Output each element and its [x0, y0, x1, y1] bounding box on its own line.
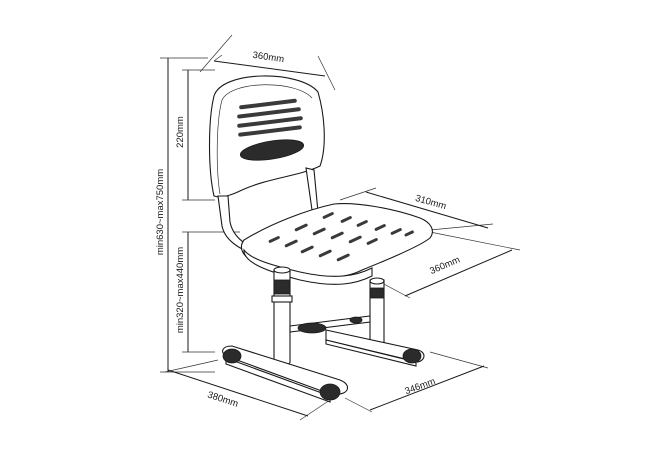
left-foot — [222, 345, 349, 403]
right-foot — [325, 329, 425, 367]
backrest — [208, 75, 325, 198]
backrest-height-label: 220mm — [175, 116, 186, 148]
base-depth-label: 346mm — [403, 376, 437, 397]
base-width-label: 380mm — [206, 389, 240, 409]
seat-height-label: min320~max440mm — [175, 247, 186, 333]
backrest-width-label: 360mm — [252, 50, 285, 65]
total-height-label: min630~max750mm — [155, 169, 166, 255]
seat — [240, 203, 433, 285]
left-leg — [271, 266, 293, 366]
chair — [208, 75, 433, 403]
right-leg — [369, 277, 385, 348]
backrest-width-dimension: 360mm — [199, 34, 336, 91]
seat-width-label: 310mm — [414, 193, 448, 212]
cross-bar — [289, 315, 371, 334]
